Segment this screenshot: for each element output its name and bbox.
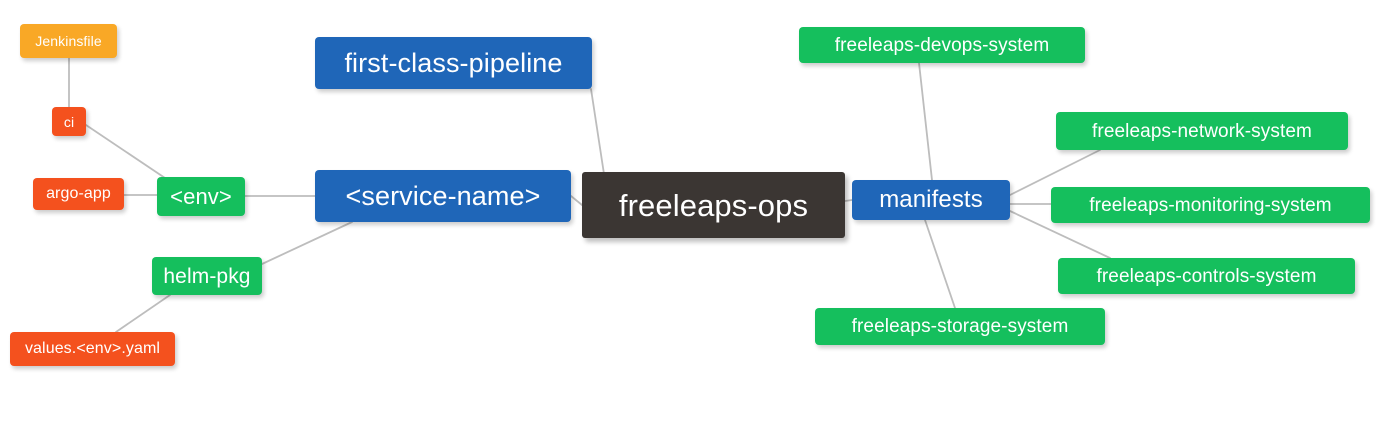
mindmap-node-monitoring[interactable]: freeleaps-monitoring-system xyxy=(1051,187,1370,223)
mindmap-node-ci[interactable]: ci xyxy=(52,107,86,136)
node-label-pipeline: first-class-pipeline xyxy=(344,47,563,78)
mindmap-node-controls[interactable]: freeleaps-controls-system xyxy=(1058,258,1355,294)
mindmap-node-devops[interactable]: freeleaps-devops-system xyxy=(799,27,1085,63)
node-label-ci: ci xyxy=(63,113,75,130)
mindmap-node-manifests[interactable]: manifests xyxy=(852,180,1010,220)
edge-manifests-to-devops xyxy=(918,62,933,181)
node-label-helm: helm-pkg xyxy=(163,264,251,288)
mindmap-node-helm[interactable]: helm-pkg xyxy=(152,257,262,295)
node-label-monitoring: freeleaps-monitoring-system xyxy=(1089,194,1332,216)
node-label-values: values.<env>.yaml xyxy=(24,340,161,357)
node-label-storage: freeleaps-storage-system xyxy=(851,316,1069,337)
node-label-argoapp: argo-app xyxy=(46,185,111,202)
node-label-network: freeleaps-network-system xyxy=(1092,120,1312,142)
edge-env-to-ci xyxy=(85,124,166,179)
mindmap-node-argoapp[interactable]: argo-app xyxy=(33,178,124,210)
edge-helm-to-values xyxy=(115,294,171,333)
node-label-jenkinsfile: Jenkinsfile xyxy=(35,33,102,49)
edge-root-to-pipeline xyxy=(590,88,605,175)
node-label-manifests: manifests xyxy=(879,186,983,213)
mindmap-node-jenkinsfile[interactable]: Jenkinsfile xyxy=(20,24,117,58)
edge-root-to-manifests xyxy=(844,199,853,202)
mindmap-node-values[interactable]: values.<env>.yaml xyxy=(10,332,175,366)
node-label-controls: freeleaps-controls-system xyxy=(1096,265,1317,287)
node-label-devops: freeleaps-devops-system xyxy=(834,34,1050,56)
mindmap-node-pipeline[interactable]: first-class-pipeline xyxy=(315,37,592,89)
mindmap-node-env[interactable]: <env> xyxy=(157,177,245,216)
edge-service-to-helm xyxy=(261,221,353,265)
edge-manifests-to-storage xyxy=(924,219,956,309)
mindmap-node-storage[interactable]: freeleaps-storage-system xyxy=(815,308,1105,345)
mindmap-node-network[interactable]: freeleaps-network-system xyxy=(1056,112,1348,150)
node-label-service: <service-name> xyxy=(345,180,541,211)
mindmap-node-service[interactable]: <service-name> xyxy=(315,170,571,222)
edge-root-to-service xyxy=(570,195,583,206)
mindmap-node-root[interactable]: freeleaps-ops xyxy=(582,172,845,238)
node-label-root: freeleaps-ops xyxy=(618,187,809,223)
node-label-env: <env> xyxy=(170,183,232,209)
